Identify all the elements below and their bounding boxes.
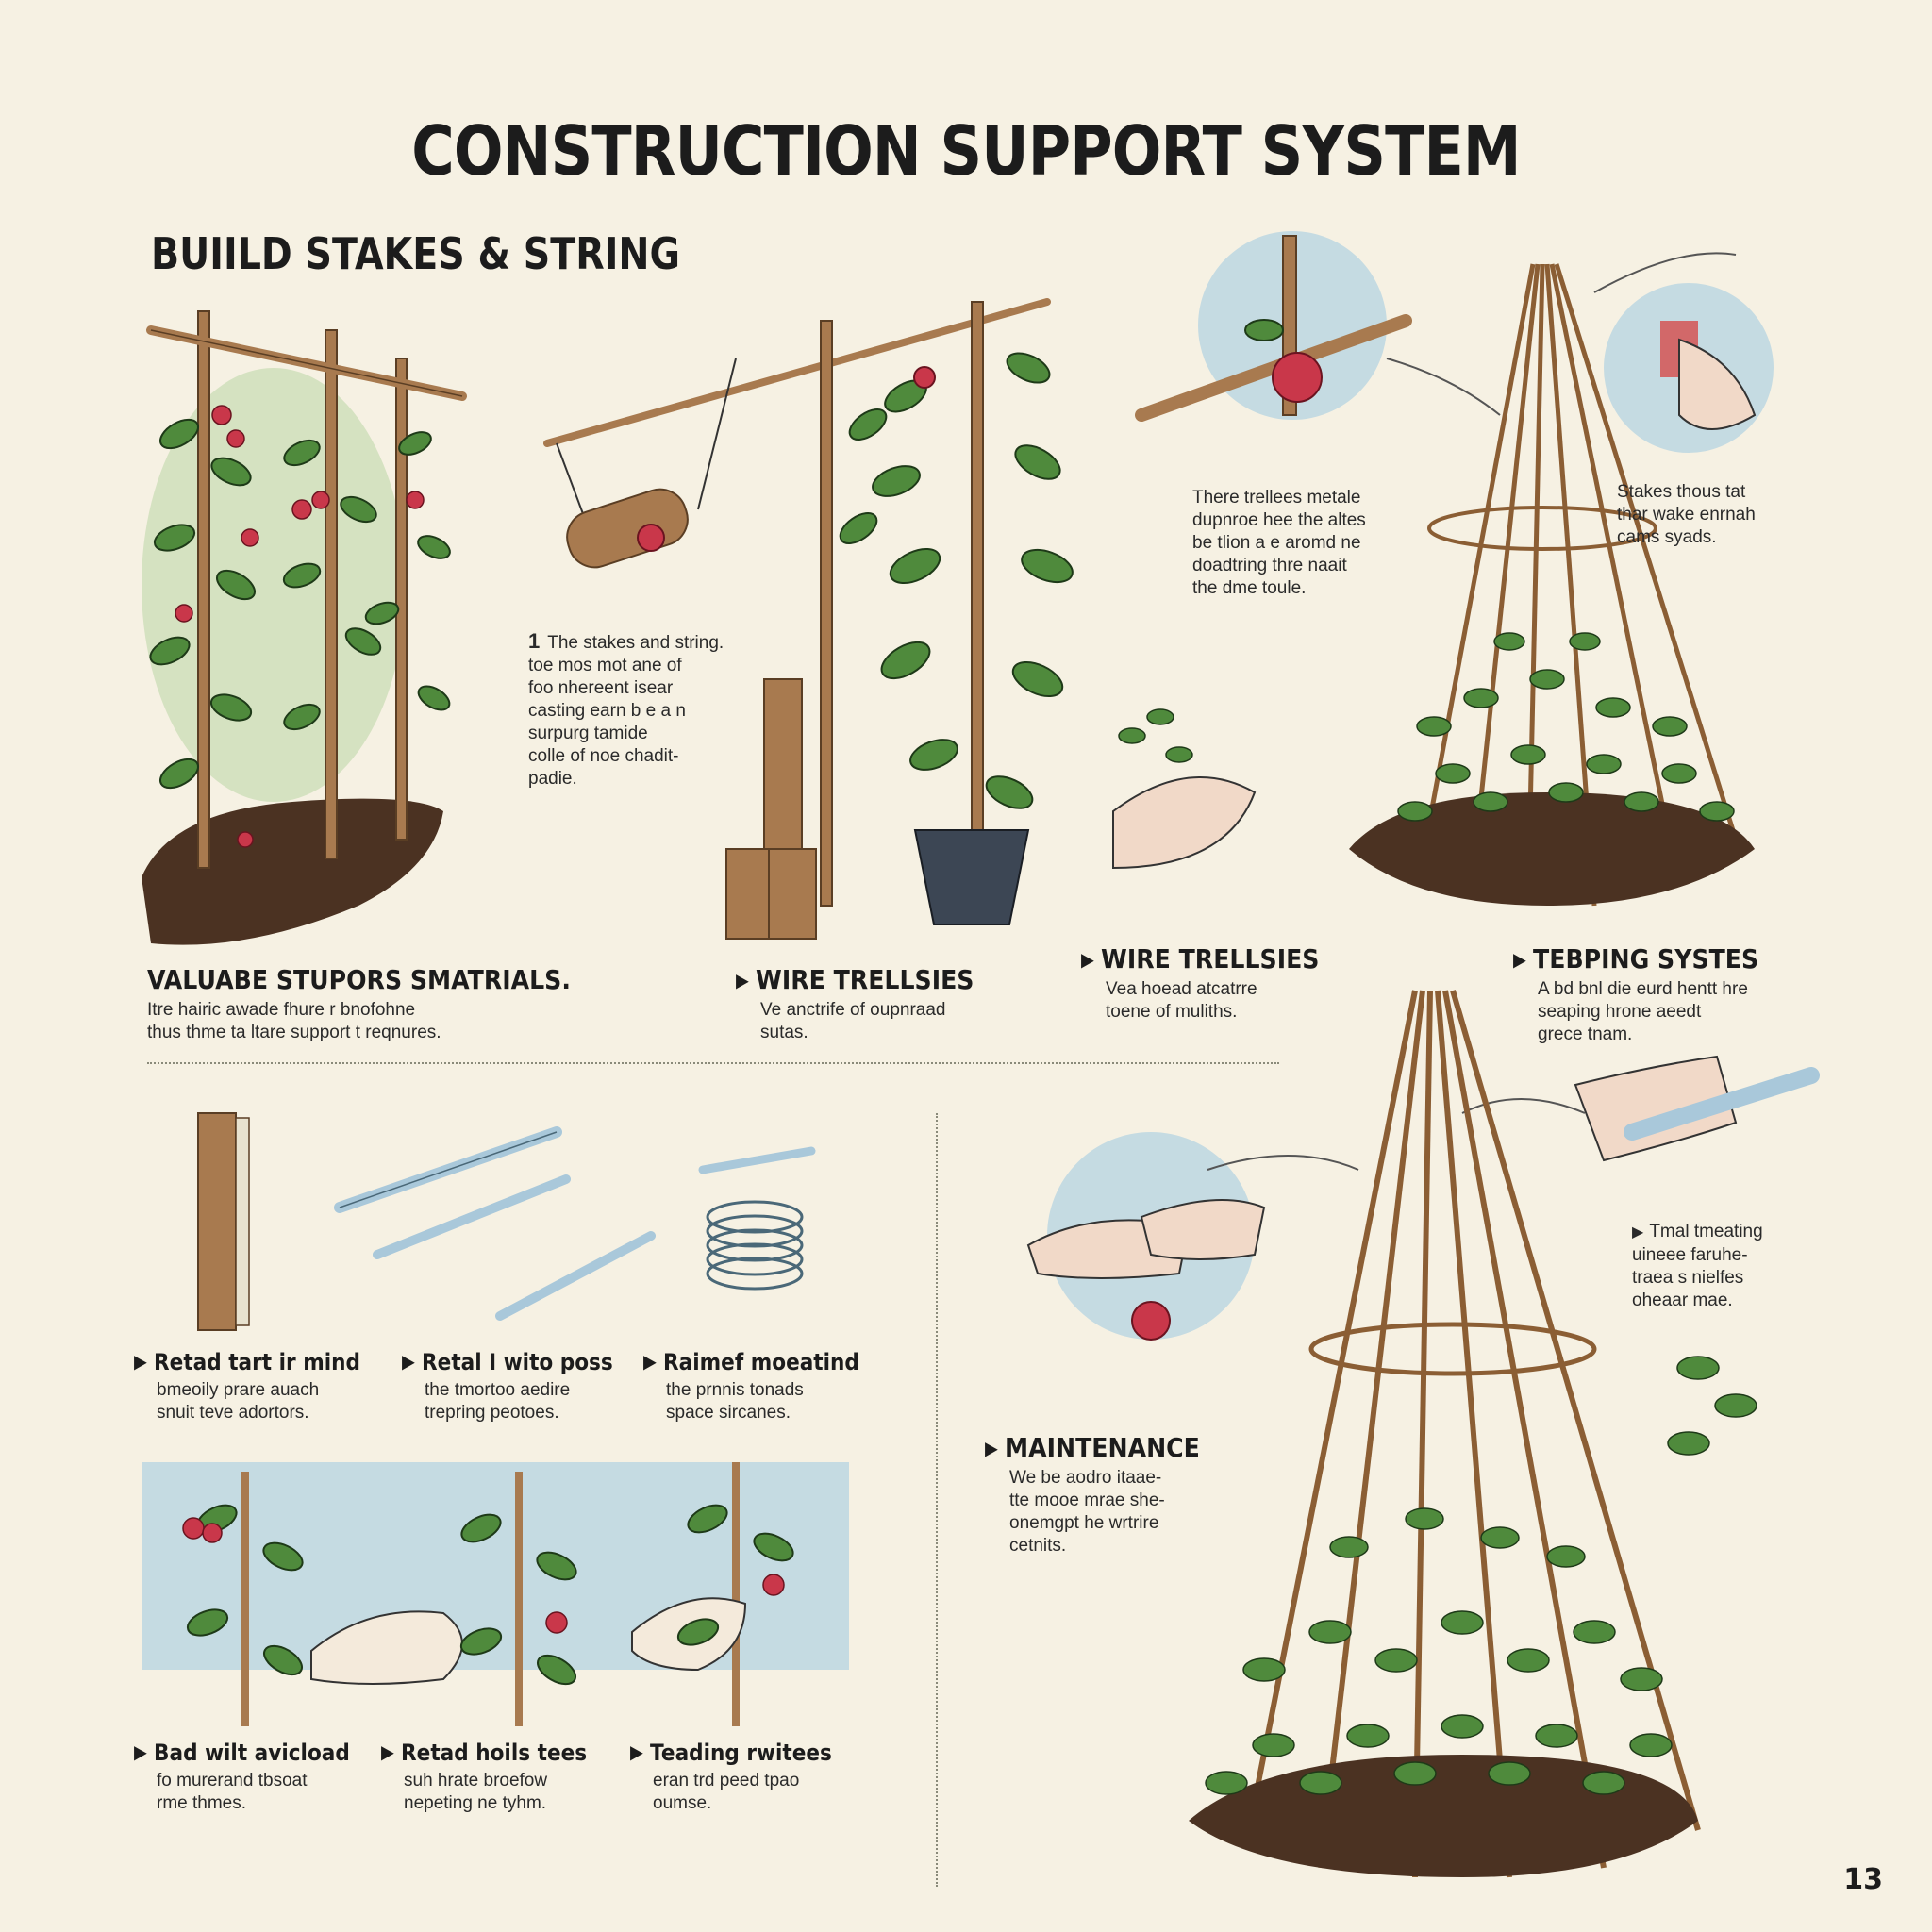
arrow-icon: ▶ — [1513, 948, 1526, 971]
material-caption-1: ▶Retad tart ir mind bmeoily prare auach … — [134, 1349, 360, 1423]
arrow-icon: ▶ — [1632, 1224, 1644, 1241]
caption-body: A bd bnl die eurd hentt hre seaping hron… — [1538, 979, 1748, 1044]
wire-trellis-illustration — [543, 298, 1074, 940]
caption-body: Itre hairic awade fhure r bnofohne thus … — [147, 1000, 441, 1042]
arrow-icon: ▶ — [985, 1437, 998, 1459]
caption-materials: VALUABE STUPORS SMATRIALS. Itre hairic a… — [147, 964, 675, 1044]
tying-caption-2: ▶Retad hoils tees suh hrate broefow nepe… — [381, 1740, 588, 1813]
caption-maintenance: ▶MAINTENANCE We be aodro itaae- tte mooe… — [985, 1432, 1230, 1557]
tying-caption-3: ▶Teading rwitees eran trd peed tpao oums… — [630, 1740, 832, 1813]
arrow-icon: ▶ — [381, 1740, 394, 1763]
step-number: 1 — [528, 629, 541, 653]
page-title: CONSTRUCTION SUPPORT SYSTEM — [411, 111, 1521, 191]
tying-plants-illustration — [142, 1462, 849, 1726]
arrow-icon: ▶ — [1081, 948, 1094, 971]
stakes-note: Stakes thous tat thar wake enrnah cams s… — [1617, 482, 1756, 547]
trellis-note: There trellees metale dupnroe hee the al… — [1192, 488, 1366, 598]
arrow-icon: ▶ — [134, 1350, 147, 1373]
caption-body: We be aodro itaae- tte mooe mrae she- on… — [1009, 1468, 1165, 1556]
arrow-icon: ▶ — [402, 1350, 415, 1373]
material-caption-2: ▶Retal I wito poss the tmortoo aedire tr… — [402, 1349, 613, 1423]
arrow-icon: ▶ — [736, 969, 749, 991]
stakes-string-illustration — [142, 310, 467, 945]
material-caption-3: ▶Raimef moeatind the prnnis tonads space… — [643, 1349, 859, 1423]
tool-note: ▶Tmal tmeating uineee faruhe- traea s ni… — [1632, 1222, 1763, 1310]
teepee-maintenance-illustration — [1026, 990, 1820, 1878]
caption-body: Ve anctrife of oupnraad sutas. — [760, 1000, 946, 1042]
caption-wire-trellises-1: ▶WIRE TRELLSIES Ve anctrife of oupnraad … — [736, 964, 1019, 1044]
page-number: 13 — [1843, 1863, 1883, 1896]
caption-title: VALUABE STUPORS SMATRIALS. — [147, 964, 571, 995]
caption-wire-trellises-2: ▶WIRE TRELLSIES Vea hoead atcatrre toene… — [1081, 943, 1364, 1024]
trellis-detail-illustration — [1112, 231, 1774, 907]
arrow-icon: ▶ — [630, 1740, 643, 1763]
horizontal-divider — [147, 1062, 1279, 1064]
materials-illustration — [197, 1112, 816, 1331]
section-subtitle: BUIILD STAKES & STRING — [151, 228, 681, 279]
caption-body: Vea hoead atcatrre toene of muliths. — [1106, 979, 1257, 1022]
arrow-icon: ▶ — [134, 1740, 147, 1763]
caption-teepee-systems: ▶TEBPING SYSTES A bd bnl die eurd hentt … — [1513, 943, 1815, 1046]
arrow-icon: ▶ — [643, 1350, 657, 1373]
vertical-divider — [936, 1113, 938, 1887]
tying-caption-1: ▶Bad wilt avicload fo murerand tbsoat rm… — [134, 1740, 350, 1813]
